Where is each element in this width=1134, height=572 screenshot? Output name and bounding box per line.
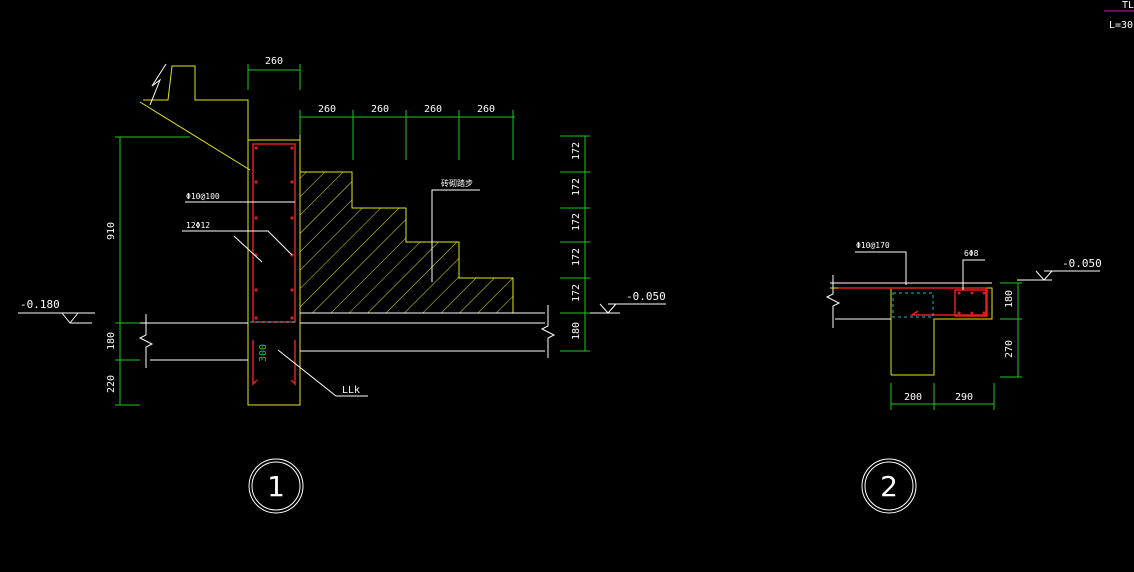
beam-label: LLk bbox=[342, 385, 360, 396]
dims-top bbox=[247, 64, 515, 160]
detail-2: Φ10@170 6Φ8 -0.050 180 270 200 290 bbox=[825, 241, 1102, 514]
break-symbol-left bbox=[138, 314, 154, 368]
stirrup-label: Φ10@100 bbox=[186, 192, 220, 201]
rebar-dots-upper bbox=[254, 146, 294, 320]
break-symbol-top bbox=[149, 63, 167, 106]
d2-level: -0.050 bbox=[1062, 257, 1102, 270]
dim-riser-1: 172 bbox=[571, 142, 582, 160]
hatch-label-leader bbox=[431, 189, 480, 282]
dim-riser-5: 172 bbox=[571, 284, 582, 302]
dim-tread-4: 260 bbox=[477, 104, 495, 115]
d2-dims-bottom bbox=[890, 383, 995, 410]
stirrup-upper bbox=[252, 143, 296, 323]
long-bar-label: 12Φ12 bbox=[186, 221, 210, 230]
level-right: -0.050 bbox=[626, 290, 666, 303]
dim-tread-1: 260 bbox=[318, 104, 336, 115]
hatch-label: 砖砌踏步 bbox=[441, 178, 473, 188]
long-bar-leader bbox=[182, 230, 293, 256]
d2-dim-width-2: 290 bbox=[955, 392, 973, 403]
long-bar-leader-2 bbox=[233, 235, 263, 263]
d2-bar-label: 6Φ8 bbox=[964, 249, 979, 258]
d2-dims-right bbox=[1000, 282, 1022, 378]
dim-left-beam: 220 bbox=[106, 375, 117, 393]
stem-width-label: 300 bbox=[258, 344, 269, 362]
dim-slab-thickness: 180 bbox=[571, 322, 582, 340]
detail-circle-1-label: 1 bbox=[267, 470, 285, 503]
d2-beam-outline bbox=[890, 287, 993, 376]
dims-left bbox=[115, 136, 190, 406]
d2-stirrup-label: Φ10@170 bbox=[856, 241, 890, 250]
detail-1: 260 260 260 260 260 172 172 172 172 172 … bbox=[18, 56, 666, 514]
dim-left-slab: 180 bbox=[106, 332, 117, 350]
d2-rebar-top bbox=[838, 287, 987, 316]
d2-dim-slab: 180 bbox=[1004, 290, 1015, 308]
d2-stirrup-leader bbox=[855, 251, 907, 285]
stair-upper-outline bbox=[143, 65, 301, 141]
detail-circle-1: 1 bbox=[248, 458, 304, 514]
d2-rebar-dots bbox=[957, 291, 986, 315]
brick-step-hatch bbox=[300, 172, 513, 313]
d2-break-symbol bbox=[825, 275, 841, 328]
stirrup-leader-diagonal bbox=[139, 101, 251, 171]
corner-label-top: TL bbox=[1122, 0, 1134, 11]
beam-label-leader bbox=[277, 349, 368, 397]
d2-dim-beam: 270 bbox=[1004, 340, 1015, 358]
d2-dim-width-1: 200 bbox=[904, 392, 922, 403]
dim-tread-3: 260 bbox=[424, 104, 442, 115]
d2-dashed-stub bbox=[892, 292, 934, 318]
dim-riser-3: 172 bbox=[571, 213, 582, 231]
rebar-lower-right bbox=[290, 340, 296, 386]
detail-circle-2-label: 2 bbox=[880, 470, 898, 503]
break-symbol-right bbox=[540, 305, 556, 358]
d2-level-marker bbox=[1017, 270, 1100, 281]
dims-right bbox=[560, 135, 590, 352]
dim-wall-height: 910 bbox=[106, 222, 117, 240]
corner-label: TL L=30 bbox=[1104, 0, 1134, 31]
d2-stirrup bbox=[954, 289, 988, 317]
level-marker-right bbox=[590, 303, 666, 314]
level-left: -0.180 bbox=[20, 298, 60, 311]
level-marker-left bbox=[18, 312, 95, 324]
detail-circle-2: 2 bbox=[861, 458, 917, 514]
wall-stem-outline bbox=[247, 139, 301, 406]
dim-riser-2: 172 bbox=[571, 178, 582, 196]
rebar-lower-left bbox=[252, 340, 258, 386]
d2-bar-leader bbox=[962, 259, 985, 290]
dim-riser-4: 172 bbox=[571, 248, 582, 266]
dim-stem-width: 260 bbox=[265, 56, 283, 67]
dim-tread-2: 260 bbox=[371, 104, 389, 115]
corner-label-bottom: L=30 bbox=[1109, 20, 1133, 31]
